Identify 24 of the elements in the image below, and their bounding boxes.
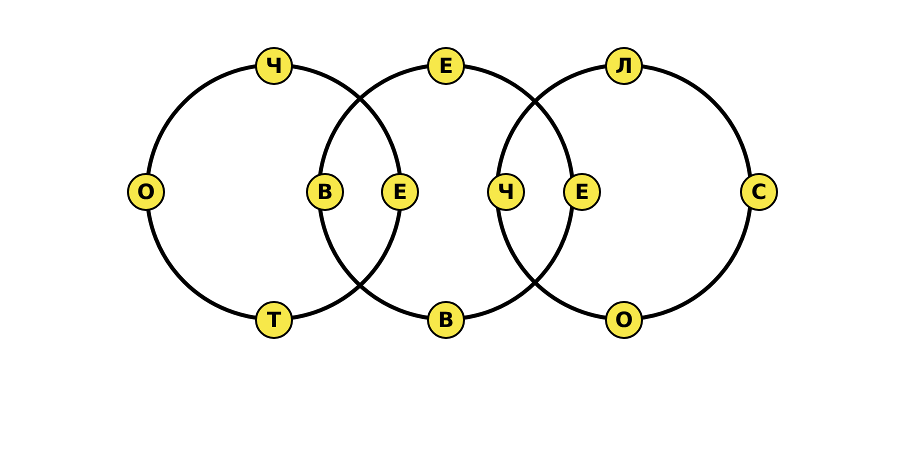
letter-circle — [605, 47, 643, 85]
letter: Т — [266, 310, 282, 330]
letter: Л — [615, 56, 633, 76]
letter: Ч — [266, 56, 282, 76]
letter: Е — [574, 182, 590, 202]
letter: О — [615, 310, 633, 330]
letter-circle — [255, 301, 293, 339]
letter: В — [438, 310, 454, 330]
letter-circle — [381, 173, 419, 211]
letter-circle — [127, 173, 165, 211]
letter-circle — [487, 173, 525, 211]
letter-circle — [427, 301, 465, 339]
letter: Ч — [498, 182, 514, 202]
letter-circle — [427, 47, 465, 85]
letter-circle — [605, 301, 643, 339]
letter-circle — [306, 173, 344, 211]
letter: Е — [438, 56, 454, 76]
letter-circle — [255, 47, 293, 85]
letter: В — [316, 182, 333, 202]
letter-circle — [563, 173, 601, 211]
letter-circle — [740, 173, 778, 211]
letter: Е — [392, 182, 408, 202]
letter: С — [751, 182, 767, 202]
letter: О — [137, 182, 155, 202]
